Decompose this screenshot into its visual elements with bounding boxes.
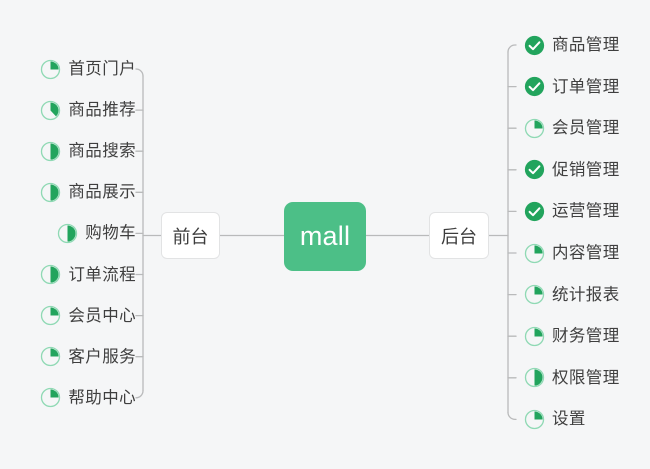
leaf-item-label: 会员中心: [68, 306, 136, 325]
connector-line: [135, 68, 144, 77]
branch-node-frontend-label: 前台: [172, 226, 209, 247]
leaf-item[interactable]: 商品展示: [40, 179, 136, 205]
connector-line: [507, 411, 517, 421]
pie-progress-icon: [524, 284, 545, 305]
leaf-item-label: 帮助中心: [68, 388, 136, 407]
leaf-item[interactable]: 统计报表: [524, 282, 620, 308]
connector-line: [135, 390, 144, 399]
leaf-item[interactable]: 会员管理: [524, 115, 620, 141]
check-circle-icon: [524, 160, 545, 180]
leaf-item-label: 商品搜索: [68, 142, 136, 161]
leaf-item[interactable]: 权限管理: [524, 365, 620, 391]
leaf-item[interactable]: 购物车: [57, 220, 136, 246]
leaf-item[interactable]: 促销管理: [524, 157, 620, 183]
pie-progress-icon: [524, 326, 545, 346]
leaf-item-label: 会员管理: [552, 119, 620, 138]
leaf-item-label: 订单管理: [552, 77, 620, 96]
leaf-item[interactable]: 运营管理: [524, 198, 620, 224]
pie-progress-icon: [524, 118, 545, 138]
root-node-label: mall: [299, 221, 351, 251]
root-node-mall[interactable]: mall: [284, 202, 366, 271]
leaf-item[interactable]: 商品管理: [524, 32, 620, 58]
leaf-item[interactable]: 财务管理: [524, 323, 620, 349]
leaf-item-label: 促销管理: [552, 160, 620, 179]
pie-progress-icon: [41, 305, 61, 326]
check-circle-icon: [524, 201, 545, 222]
branch-node-frontend[interactable]: 前台: [161, 212, 220, 259]
leaf-item-label: 运营管理: [552, 202, 620, 221]
pie-progress-icon: [524, 368, 545, 388]
branch-node-backend-label: 后台: [441, 226, 477, 247]
pie-progress-icon: [41, 388, 61, 408]
leaf-item-label: 商品推荐: [68, 101, 136, 120]
branch-node-backend[interactable]: 后台: [429, 212, 489, 259]
pie-progress-icon: [41, 100, 61, 120]
connector-line: [507, 44, 517, 53]
pie-progress-icon: [41, 141, 61, 161]
leaf-item[interactable]: 首页门户: [40, 56, 136, 82]
leaf-item[interactable]: 商品搜索: [40, 138, 136, 164]
leaf-item-label: 权限管理: [552, 368, 620, 387]
pie-progress-icon: [41, 59, 61, 79]
leaf-item-label: 内容管理: [552, 244, 620, 262]
leaf-item-label: 商品管理: [552, 36, 620, 54]
pie-progress-icon: [41, 182, 61, 202]
pie-progress-icon: [58, 223, 78, 244]
leaf-item[interactable]: 设置: [524, 406, 586, 432]
leaf-item[interactable]: 会员中心: [40, 303, 136, 329]
pie-progress-icon: [524, 409, 545, 430]
leaf-item[interactable]: 帮助中心: [40, 385, 136, 411]
leaf-item-label: 财务管理: [552, 327, 620, 346]
pie-progress-icon: [524, 243, 545, 263]
leaf-item-label: 首页门户: [68, 60, 136, 78]
leaf-item[interactable]: 客户服务: [40, 344, 136, 370]
leaf-item-label: 设置: [552, 410, 586, 429]
leaf-item[interactable]: 商品推荐: [40, 97, 136, 123]
leaf-item[interactable]: 订单管理: [524, 74, 620, 100]
leaf-item[interactable]: 内容管理: [524, 240, 620, 266]
check-circle-icon: [524, 35, 545, 55]
pie-progress-icon: [41, 347, 61, 367]
check-circle-icon: [524, 76, 545, 97]
leaf-item[interactable]: 订单流程: [40, 262, 136, 288]
leaf-item-label: 购物车: [85, 224, 136, 243]
leaf-item-label: 订单流程: [68, 265, 136, 284]
leaf-item-label: 统计报表: [552, 285, 620, 304]
leaf-item-label: 商品展示: [68, 183, 136, 202]
leaf-item-label: 客户服务: [68, 347, 136, 366]
pie-progress-icon: [41, 264, 61, 285]
